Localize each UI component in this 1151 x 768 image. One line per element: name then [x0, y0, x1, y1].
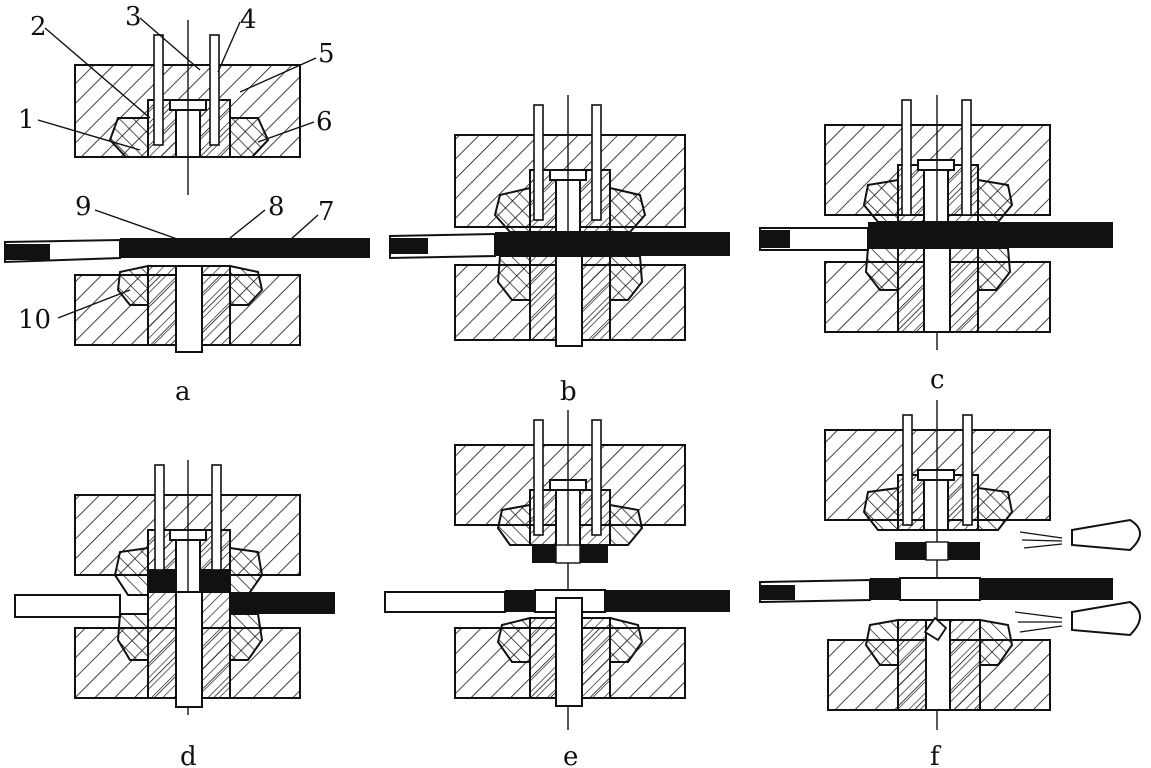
pin-left [154, 464, 165, 571]
strip-sheet [120, 238, 370, 258]
pin-left [533, 419, 544, 536]
pin-left [902, 414, 913, 526]
label-9: 9 [75, 192, 92, 222]
pin-right [209, 34, 220, 146]
caption-b: b [560, 377, 577, 407]
leader-6 [257, 121, 315, 143]
leader-5 [239, 57, 317, 93]
label-4: 4 [240, 5, 257, 35]
v-ring-upper-right [609, 503, 644, 546]
label-10: 10 [18, 305, 51, 335]
leader-7 [289, 214, 319, 241]
air-nozzle-lower [1071, 600, 1141, 637]
counter-punch [923, 247, 951, 333]
caption-c: c [930, 365, 945, 395]
strip-sheet [495, 232, 730, 256]
leader-10 [57, 289, 131, 319]
strip-sheet [230, 592, 335, 614]
counter-punch [175, 591, 203, 708]
strip-blank-left [14, 594, 121, 618]
caption-f: f [930, 742, 942, 768]
v-ring-lower-left [864, 247, 899, 291]
panel-b: b [389, 95, 730, 407]
counter-punch [555, 255, 583, 347]
label-2: 2 [30, 12, 47, 42]
strip-left-dark [390, 238, 428, 254]
panel-f: f [759, 400, 1141, 768]
ejected-slug-hole [925, 541, 949, 561]
air-nozzle-upper [1071, 518, 1141, 552]
air-jet-line [1021, 539, 1063, 542]
leader-9 [94, 209, 181, 241]
pin-right [211, 464, 222, 571]
caption-a: a [175, 377, 191, 407]
v-ring-lower-left [496, 255, 531, 301]
ejector-pin [923, 474, 949, 531]
label-5: 5 [318, 39, 335, 69]
pin-left [533, 104, 544, 221]
v-ring-upper-left [496, 503, 531, 546]
strip-sheet [868, 222, 1113, 248]
air-jet-line [1019, 531, 1063, 539]
label-1: 1 [18, 105, 35, 135]
v-ring-upper-left [862, 486, 899, 531]
leader-4 [217, 21, 241, 73]
air-jet-line [1023, 543, 1063, 549]
label-7: 7 [318, 197, 335, 227]
leader-2 [44, 27, 151, 119]
pin-left [901, 99, 912, 216]
caption-d: d [180, 742, 197, 768]
panel-e: e [384, 410, 730, 768]
pin-right [591, 104, 602, 221]
air-jet-line [1014, 611, 1063, 619]
v-ring-lower-left [864, 618, 899, 666]
v-ring-lower-left [116, 264, 149, 306]
leader-8 [229, 209, 266, 239]
v-ring-upper-left [108, 117, 149, 158]
strip-left-dark [5, 244, 50, 260]
counter-punch [555, 597, 583, 707]
strip-blank-left [384, 591, 506, 613]
strip-left-dark [760, 585, 795, 600]
label-3: 3 [125, 2, 142, 32]
v-ring-upper-right [229, 546, 264, 596]
pin-right [962, 414, 973, 526]
counter-punch [175, 265, 203, 353]
panel-d: d [14, 460, 335, 768]
caption-e: e [563, 742, 578, 768]
label-6: 6 [316, 107, 333, 137]
strip-sheet [605, 590, 730, 612]
v-ring-lower-left [116, 613, 149, 661]
air-jet-line [1019, 625, 1063, 633]
panel-a: 2 3 4 5 1 6 9 8 7 10 a [4, 2, 370, 407]
strip-left-dark [760, 230, 790, 248]
pin-left [153, 34, 164, 146]
pin-right [591, 419, 602, 536]
pin-right [961, 99, 972, 216]
leader-3 [139, 17, 201, 71]
ejector-head [917, 159, 955, 171]
strip-hole [899, 577, 981, 601]
ejector-pin [923, 164, 949, 223]
strip-sheet [980, 578, 1113, 600]
strip-dark-1 [870, 578, 900, 600]
strip-dark-1 [505, 590, 535, 612]
v-ring-upper-left [113, 546, 149, 596]
label-8: 8 [268, 192, 285, 222]
v-ring-lower-left [496, 616, 531, 663]
ejector-head [917, 469, 955, 481]
panel-c: c [759, 95, 1113, 395]
scrap-chip [923, 616, 948, 642]
leader-1 [37, 119, 141, 151]
slug-hole [555, 544, 581, 564]
v-ring-upper-right [977, 486, 1014, 531]
